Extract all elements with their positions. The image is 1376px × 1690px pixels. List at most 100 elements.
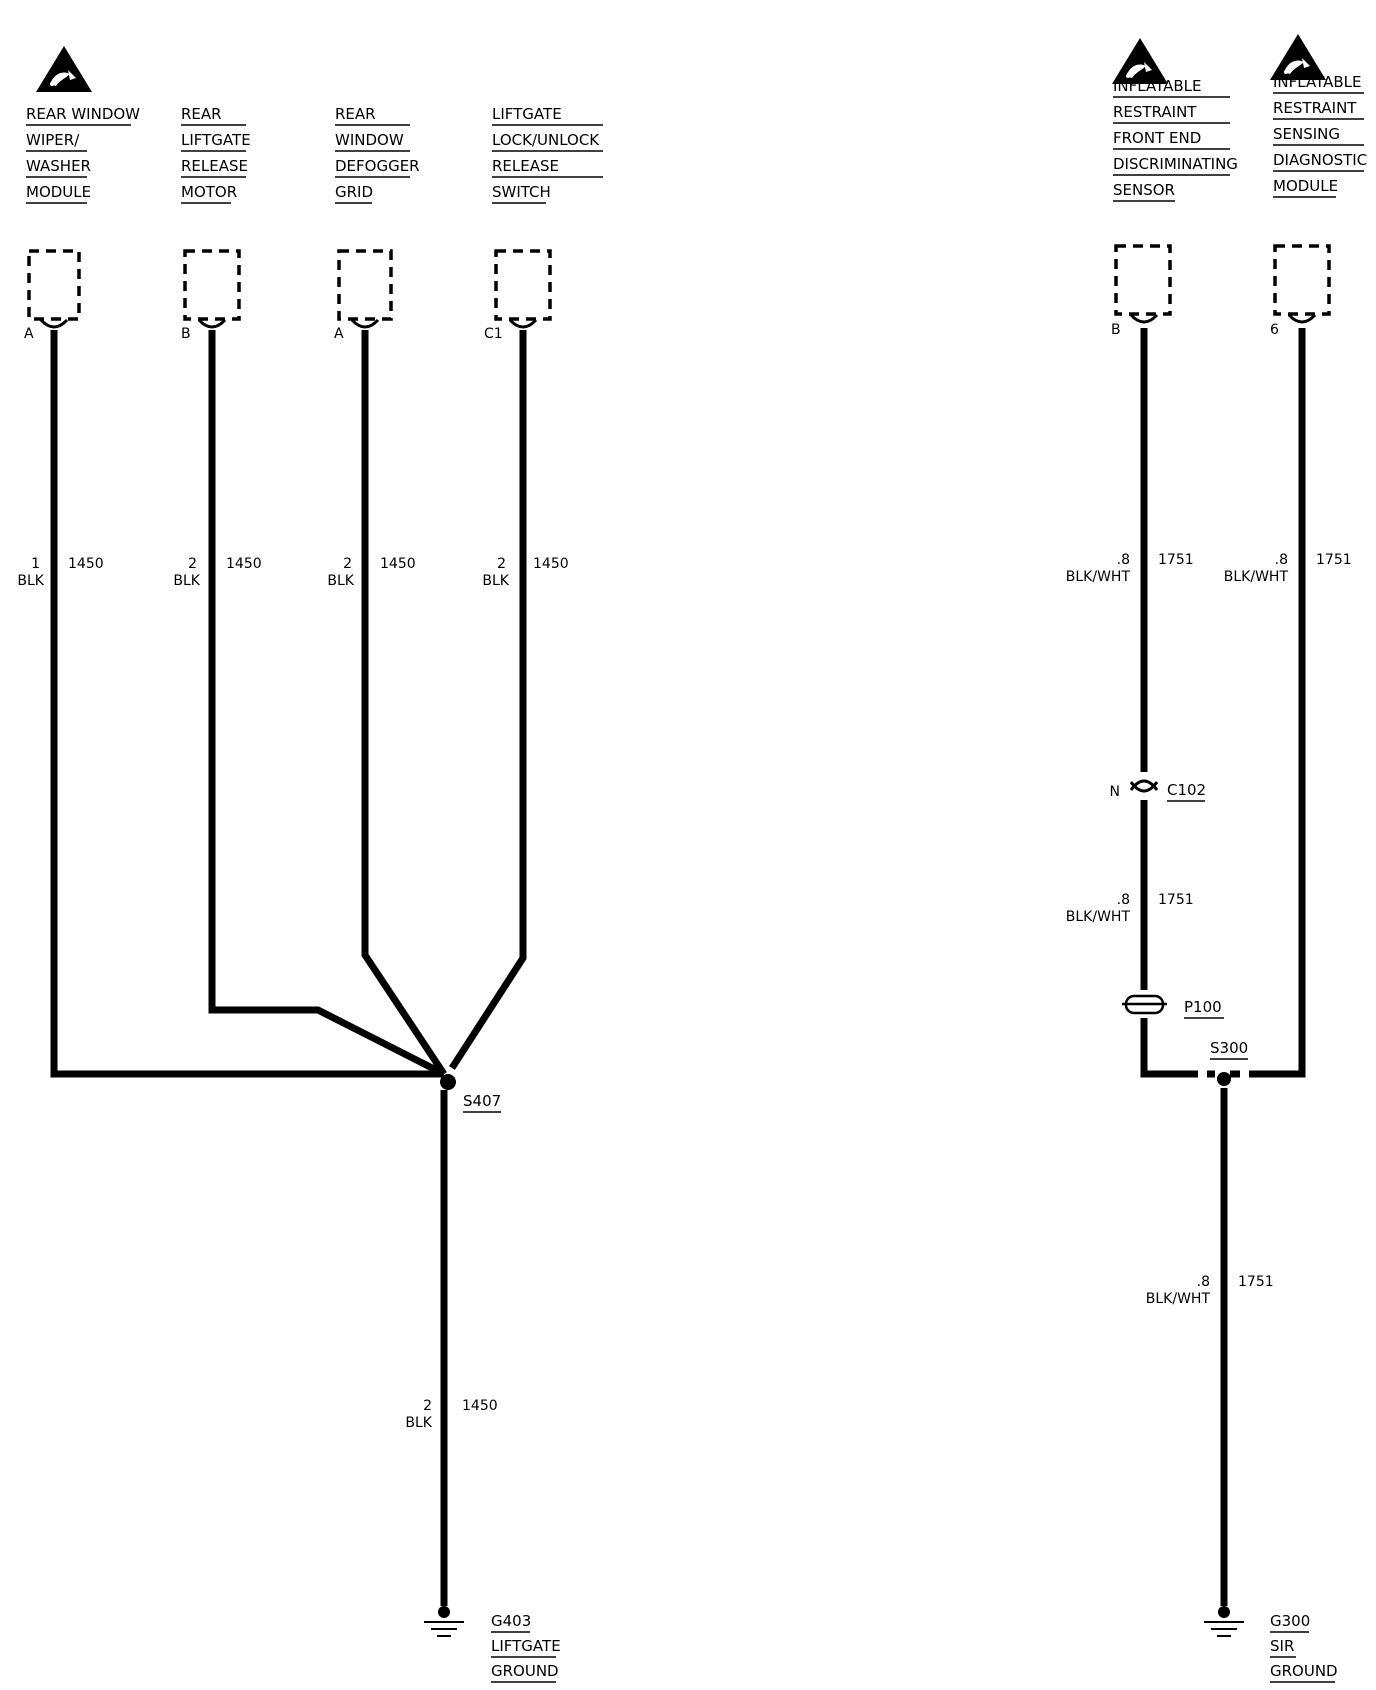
- svg-text:GROUND: GROUND: [491, 1662, 559, 1680]
- svg-text:WASHER: WASHER: [26, 157, 91, 175]
- wire-p100-to-s300: [1140, 1018, 1198, 1078]
- svg-text:SIR: SIR: [1270, 1637, 1294, 1655]
- svg-text:1751: 1751: [1316, 552, 1352, 568]
- svg-text:GROUND: GROUND: [1270, 1662, 1338, 1680]
- wire-label-defogger: 2 BLK 1450: [327, 556, 415, 589]
- pin-label: B: [181, 326, 191, 342]
- wire-defogger: [361, 330, 447, 1076]
- wire-label-c102-to-p100: .8 BLK/WHT 1751: [1066, 892, 1194, 925]
- svg-text:.8: .8: [1197, 1274, 1210, 1290]
- pin-cup: [1287, 313, 1317, 324]
- connector-liftgate-motor: [183, 249, 241, 321]
- pin-label: 6: [1270, 322, 1279, 338]
- svg-text:WIPER/: WIPER/: [26, 131, 80, 149]
- svg-text:FRONT END: FRONT END: [1113, 129, 1201, 147]
- c102-label: C102: [1167, 781, 1206, 799]
- svg-text:DISCRIMINATING: DISCRIMINATING: [1113, 155, 1238, 173]
- svg-text:BLK/WHT: BLK/WHT: [1066, 909, 1131, 925]
- wire-label-liftgate-motor: 2 BLK 1450: [173, 556, 261, 589]
- connector-defogger: [337, 249, 393, 321]
- wire-label-wiper: 1 BLK 1450: [17, 556, 103, 589]
- svg-text:1450: 1450: [462, 1398, 498, 1414]
- svg-text:LOCK/UNLOCK: LOCK/UNLOCK: [492, 131, 600, 149]
- svg-text:RELEASE: RELEASE: [181, 157, 248, 175]
- splice-s300-dot: [1217, 1072, 1231, 1086]
- component-discriminating-sensor-label: INFLATABLE RESTRAINT FRONT END DISCRIMIN…: [1113, 77, 1238, 202]
- svg-text:SENSOR: SENSOR: [1113, 181, 1175, 199]
- svg-text:.8: .8: [1275, 552, 1288, 568]
- svg-text:SWITCH: SWITCH: [492, 183, 551, 201]
- svg-text:1751: 1751: [1158, 552, 1194, 568]
- ground-symbol-icon: [423, 1605, 465, 1637]
- svg-text:1: 1: [31, 556, 40, 572]
- pin-cup: [197, 318, 227, 329]
- connector-wiper: [27, 249, 81, 321]
- svg-text:MODULE: MODULE: [26, 183, 91, 201]
- svg-text:BLK: BLK: [482, 573, 509, 589]
- component-liftgate-motor-label: REAR LIFTGATE RELEASE MOTOR: [181, 105, 251, 204]
- wire-wiper: [50, 330, 444, 1078]
- pin-cup: [350, 318, 380, 329]
- svg-text:BLK/WHT: BLK/WHT: [1224, 569, 1289, 585]
- svg-text:REAR WINDOW: REAR WINDOW: [26, 105, 140, 123]
- svg-text:INFLATABLE: INFLATABLE: [1113, 77, 1201, 95]
- svg-text:RELEASE: RELEASE: [492, 157, 559, 175]
- svg-text:DEFOGGER: DEFOGGER: [335, 157, 420, 175]
- svg-text:BLK: BLK: [327, 573, 354, 589]
- pin-cup: [1129, 313, 1159, 324]
- esd-warning-icon: [36, 46, 92, 92]
- svg-text:1751: 1751: [1158, 892, 1194, 908]
- ground-g403-label: G403 LIFTGATE GROUND: [491, 1612, 561, 1683]
- svg-text:1450: 1450: [68, 556, 104, 572]
- svg-text:1450: 1450: [226, 556, 262, 572]
- pin-label: A: [334, 326, 344, 342]
- svg-text:.8: .8: [1117, 552, 1130, 568]
- pin-label: C1: [484, 326, 503, 342]
- connector-discriminating-sensor: [1114, 244, 1172, 316]
- svg-text:REAR: REAR: [181, 105, 222, 123]
- component-defogger-label: REAR WINDOW DEFOGGER GRID: [335, 105, 420, 204]
- svg-text:LIFTGATE: LIFTGATE: [181, 131, 251, 149]
- svg-text:RESTRAINT: RESTRAINT: [1113, 103, 1197, 121]
- ground-g300-label: G300 SIR GROUND: [1270, 1612, 1338, 1683]
- svg-text:LIFTGATE: LIFTGATE: [491, 1637, 561, 1655]
- svg-text:.8: .8: [1117, 892, 1130, 908]
- svg-text:WINDOW: WINDOW: [335, 131, 404, 149]
- svg-text:BLK/WHT: BLK/WHT: [1066, 569, 1131, 585]
- splice-s300-label: S300: [1210, 1039, 1248, 1057]
- splice-s407-label: S407: [463, 1092, 501, 1110]
- p100-label: P100: [1184, 998, 1222, 1016]
- c102-pin-label: N: [1110, 784, 1120, 800]
- svg-text:REAR: REAR: [335, 105, 376, 123]
- svg-text:SENSING: SENSING: [1273, 125, 1340, 143]
- svg-text:BLK/WHT: BLK/WHT: [1146, 1291, 1211, 1307]
- wire-label-discriminating-sensor: .8 BLK/WHT 1751: [1066, 552, 1194, 585]
- wire-label-s300-to-ground: .8 BLK/WHT 1751: [1146, 1274, 1274, 1307]
- svg-text:1751: 1751: [1238, 1274, 1274, 1290]
- pin-cup: [39, 318, 69, 329]
- svg-text:G300: G300: [1270, 1612, 1310, 1630]
- pin-label: A: [24, 326, 34, 342]
- svg-text:LIFTGATE: LIFTGATE: [492, 105, 562, 123]
- inline-connector-c102: N C102: [1110, 779, 1206, 802]
- svg-text:BLK: BLK: [173, 573, 200, 589]
- svg-text:1450: 1450: [380, 556, 416, 572]
- pin-cup: [508, 318, 538, 329]
- pin-label: B: [1111, 322, 1121, 338]
- component-lock-switch-label: LIFTGATE LOCK/UNLOCK RELEASE SWITCH: [492, 105, 603, 204]
- connector-diagnostic-module: [1273, 244, 1331, 316]
- svg-text:MODULE: MODULE: [1273, 177, 1338, 195]
- component-wiper-label: REAR WINDOW WIPER/ WASHER MODULE: [26, 105, 140, 204]
- svg-text:GRID: GRID: [335, 183, 373, 201]
- svg-text:DIAGNOSTIC: DIAGNOSTIC: [1273, 151, 1367, 169]
- wire-liftgate-motor: [208, 330, 446, 1078]
- connector-lock-switch: [494, 249, 552, 321]
- svg-text:INFLATABLE: INFLATABLE: [1273, 73, 1361, 91]
- wire-label-lock-switch: 2 BLK 1450: [482, 556, 568, 589]
- svg-text:1450: 1450: [533, 556, 569, 572]
- component-diagnostic-module-label: INFLATABLE RESTRAINT SENSING DIAGNOSTIC …: [1273, 73, 1367, 198]
- svg-text:G403: G403: [491, 1612, 531, 1630]
- inline-connector-p100: P100: [1122, 994, 1224, 1019]
- wire-diagnostic-module: [1249, 328, 1306, 1078]
